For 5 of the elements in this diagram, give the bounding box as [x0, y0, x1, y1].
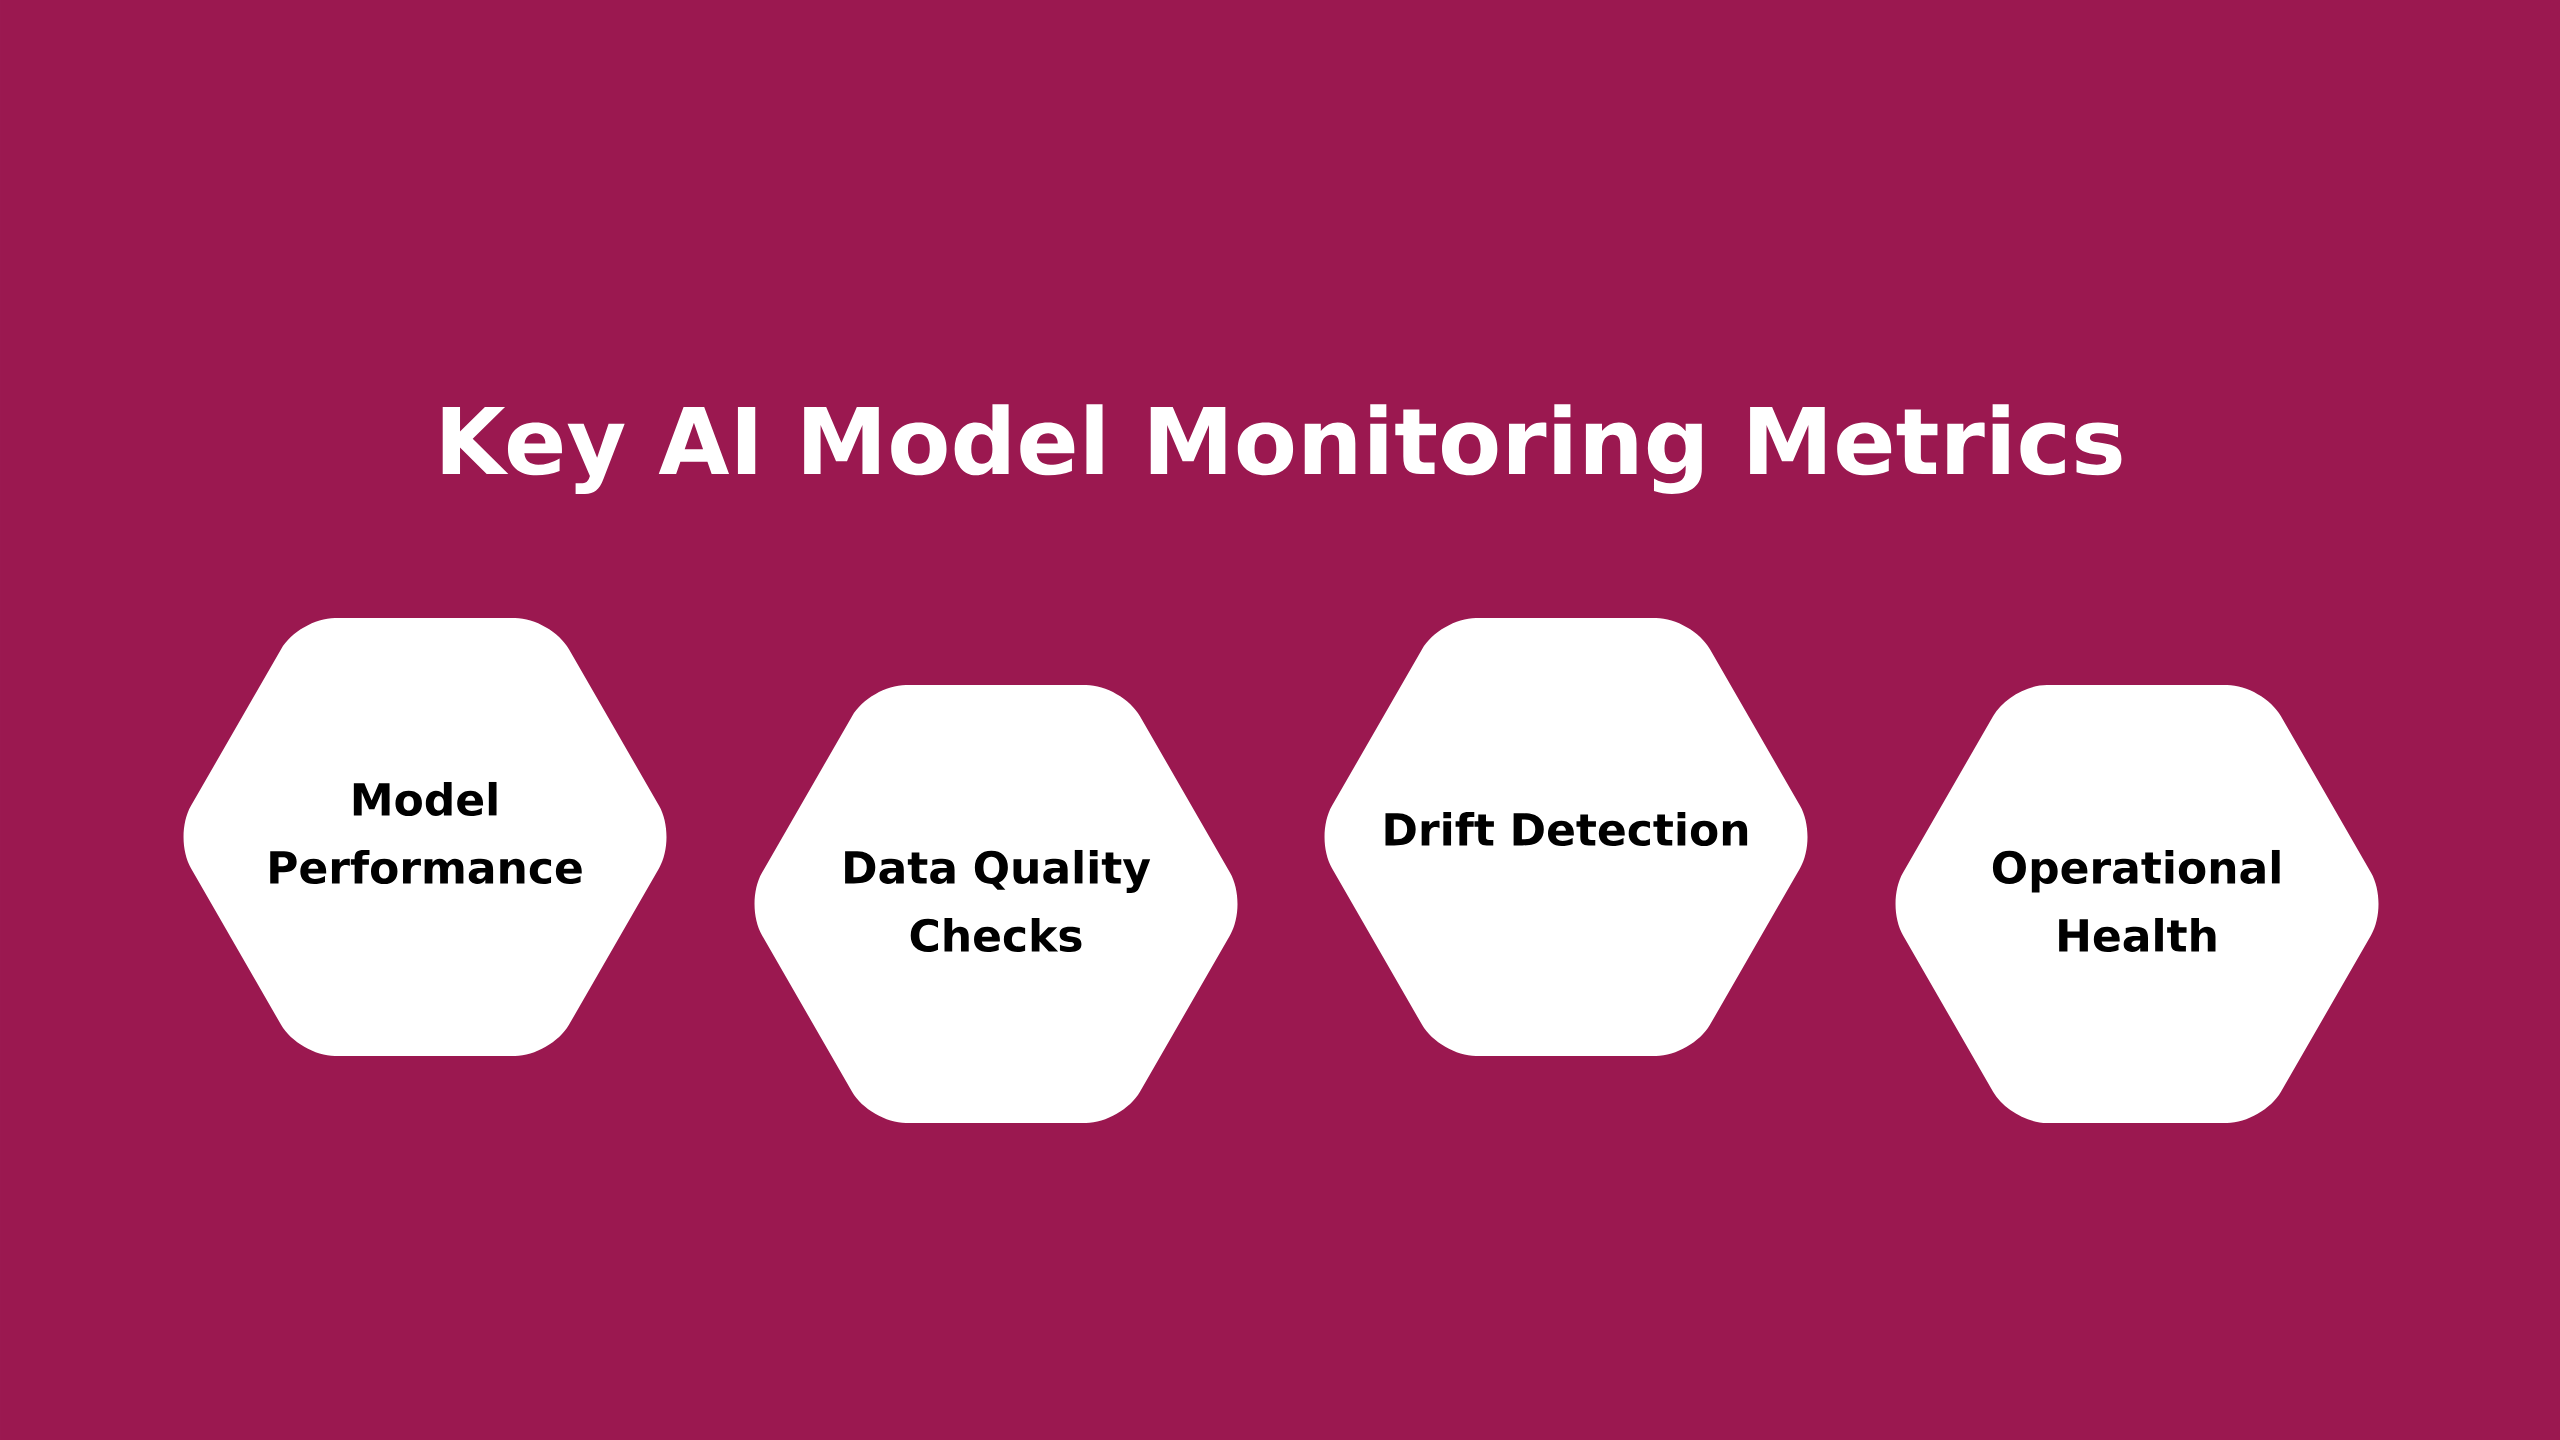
- hexagon-box: Model Performance: [183, 618, 667, 1056]
- hexagon-box: Operational Health: [1895, 685, 2379, 1123]
- hexagon-box: Data Quality Checks: [754, 685, 1238, 1123]
- hexagon-box: Drift Detection: [1324, 618, 1808, 1056]
- title: Key AI Model Monitoring Metrics: [442, 404, 2122, 494]
